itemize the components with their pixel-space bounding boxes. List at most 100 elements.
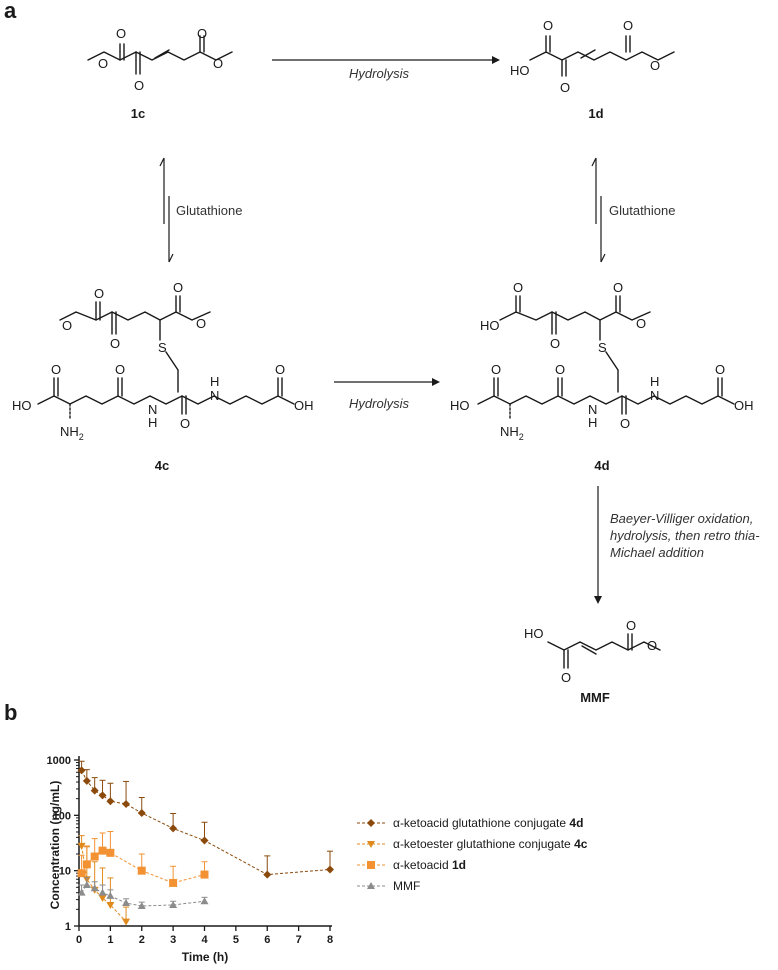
atom-o: O <box>134 78 144 93</box>
y-axis-title: Concentration (ng/mL) <box>48 780 62 910</box>
atom-o: O <box>513 280 523 295</box>
atom-ho: HO <box>524 626 544 641</box>
atom-o: O <box>620 416 630 431</box>
atom-o: O <box>51 362 61 377</box>
compound-label-4d: 4d <box>594 458 610 473</box>
data-point <box>106 901 115 909</box>
data-point <box>137 901 146 909</box>
atom-o: O <box>94 286 104 301</box>
reaction-glutathione-right: Glutathione <box>609 203 676 218</box>
data-point <box>77 842 86 850</box>
atom-o: O <box>560 80 570 95</box>
x-tick-label: 1 <box>107 934 113 946</box>
atom-ho: HO <box>450 398 470 413</box>
data-point <box>98 895 107 903</box>
data-point <box>82 776 91 785</box>
atom-o: O <box>110 336 120 351</box>
atom-o: O <box>543 18 553 33</box>
series-line <box>81 845 127 922</box>
x-tick-label: 5 <box>233 934 239 946</box>
data-point <box>82 881 91 889</box>
data-point <box>90 884 99 892</box>
structure-4c: O O O O O S HO O O O O OH N H N H NH2 <box>12 280 314 442</box>
atom-o: O <box>623 18 633 33</box>
data-point <box>122 918 131 926</box>
compound-label-4c: 4c <box>154 458 170 473</box>
structure-mmf: HO O O O <box>524 618 661 685</box>
atom-o: O <box>275 362 285 377</box>
atom-o: O <box>491 362 501 377</box>
structure-1d: HO O O O O <box>510 18 675 95</box>
atom-s: S <box>598 340 607 355</box>
atom-ho: HO <box>480 318 500 333</box>
atom-ho: HO <box>510 63 530 78</box>
legend-marker <box>367 819 375 827</box>
atom-o: O <box>197 26 207 41</box>
reaction-arrows <box>159 56 606 604</box>
legend-marker <box>367 841 375 848</box>
atom-o: O <box>173 280 183 295</box>
data-point <box>122 899 131 907</box>
atom-o: O <box>213 56 223 71</box>
atom-oh: OH <box>734 398 754 413</box>
data-point <box>106 797 115 806</box>
legend-label-bold: 4c <box>574 837 588 851</box>
data-point <box>137 866 146 875</box>
structure-1c: O O O O O <box>87 26 233 93</box>
compound-label-1d: 1d <box>588 106 604 121</box>
atom-o: O <box>98 56 108 71</box>
legend-label: α-ketoacid glutathione conjugate <box>393 816 570 830</box>
atom-o: O <box>555 362 565 377</box>
x-tick-label: 4 <box>201 934 208 946</box>
legend-label: α-ketoacid <box>393 858 452 872</box>
x-tick-label: 6 <box>264 934 270 946</box>
atom-h: H <box>650 374 659 389</box>
panel-a-letter: a <box>4 0 17 23</box>
y-tick-label: 1000 <box>47 755 71 767</box>
x-tick-label: 0 <box>76 934 82 946</box>
atom-o: O <box>196 316 206 331</box>
atom-n: N <box>210 388 219 403</box>
reaction-hydrolysis-top: Hydrolysis <box>349 66 409 81</box>
atom-o: O <box>650 58 660 73</box>
data-point <box>77 766 86 775</box>
data-point <box>137 809 146 818</box>
atom-s: S <box>158 340 167 355</box>
data-point <box>98 846 107 855</box>
reaction-bv-line1: Baeyer-Villiger oxidation, <box>610 511 754 526</box>
atom-o: O <box>116 26 126 41</box>
atom-n: N <box>148 402 157 417</box>
data-point <box>169 824 178 833</box>
reaction-bv-line2: hydrolysis, then retro thia- <box>610 528 760 543</box>
atom-o: O <box>647 638 657 653</box>
atom-h: H <box>588 415 597 430</box>
legend-label: α-ketoester glutathione conjugate <box>393 837 575 851</box>
x-tick-label: 2 <box>139 934 145 946</box>
reaction-bv-line3: Michael addition <box>610 545 704 560</box>
atom-o: O <box>636 316 646 331</box>
data-point <box>263 870 272 879</box>
data-point <box>77 888 86 896</box>
data-point <box>98 791 107 800</box>
atom-n: N <box>650 388 659 403</box>
data-point <box>200 897 209 905</box>
atom-o: O <box>626 618 636 633</box>
legend-label-bold: 4d <box>569 816 584 830</box>
atom-h: H <box>148 415 157 430</box>
legend-label-bold: 1d <box>451 858 466 872</box>
reaction-scheme: O O O O O HO O O O O O O O O O S <box>12 18 754 685</box>
data-point <box>169 878 178 887</box>
chart-legend: α-ketoacid glutathione conjugate 4d α-ke… <box>355 814 755 894</box>
x-axis-title: Time (h) <box>181 950 229 964</box>
atom-n: N <box>588 402 597 417</box>
y-tick-label: 100 <box>53 810 71 822</box>
panel-b-letter: b <box>4 700 18 725</box>
structure-4d: HO O O O O S HO O O O O OH N H N H NH2 <box>450 280 754 442</box>
legend-label: MMF <box>393 879 421 893</box>
legend-marker <box>367 882 375 889</box>
atom-ho: HO <box>12 398 32 413</box>
data-point <box>90 786 99 795</box>
y-tick-label: 10 <box>59 866 71 878</box>
atom-oh: OH <box>294 398 314 413</box>
series-line <box>81 770 331 876</box>
